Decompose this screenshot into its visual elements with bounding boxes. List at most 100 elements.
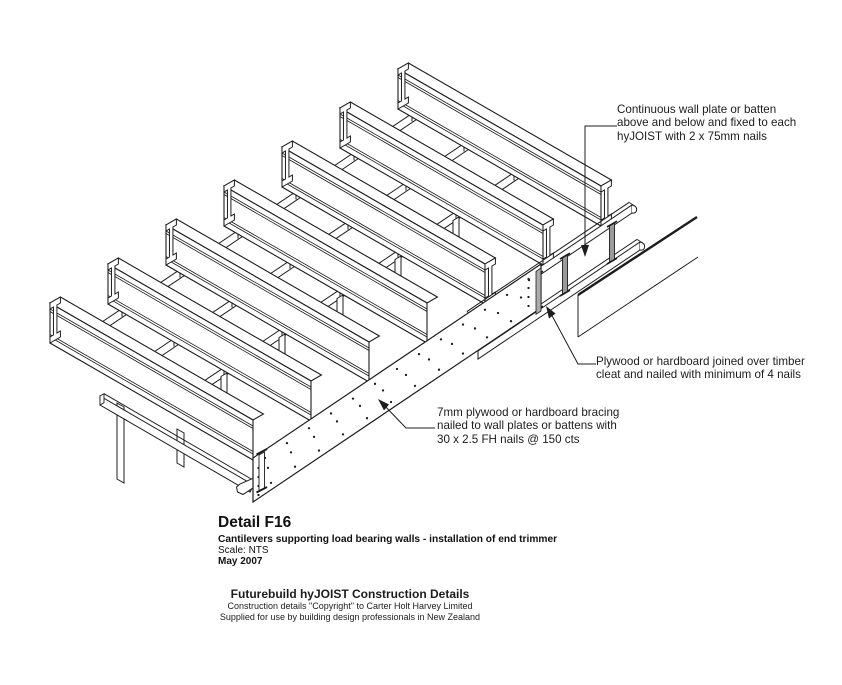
i-joist-profile-line — [281, 178, 486, 296]
end-trimmer-flange — [606, 220, 618, 228]
nail-dot — [329, 412, 333, 415]
i-joist-profile-line — [107, 269, 312, 388]
nail-dot — [450, 342, 454, 346]
nail-dot — [461, 352, 465, 355]
i-joist-profile-line — [223, 191, 428, 310]
nail-dot — [496, 311, 500, 315]
left-batten-edge — [103, 393, 254, 481]
end-trimmer-flange — [559, 289, 571, 297]
i-joist-tip-cap — [542, 218, 554, 266]
plywood-panel-top — [577, 215, 698, 297]
i-joist-tip-cap — [600, 179, 612, 227]
nail-dot — [351, 397, 355, 400]
i-joist-profile-line — [49, 311, 254, 429]
nail-dot — [358, 404, 362, 408]
nail-dot — [509, 320, 513, 323]
leader-arrowhead — [581, 245, 589, 257]
nail-dot — [312, 435, 316, 439]
footer-block: Futurebuild hyJOIST Construction Details… — [204, 588, 496, 622]
i-joist-profile-line — [339, 139, 544, 257]
nail-dot — [527, 277, 530, 281]
end-trimmer-flange — [606, 257, 618, 265]
i-joist-profile-line — [49, 336, 254, 455]
nail-dot — [413, 384, 417, 388]
detail-date: May 2007 — [218, 556, 263, 567]
annotation-wall-plate: Continuous wall plate or batten above an… — [617, 103, 797, 143]
nail-dot — [439, 338, 443, 341]
wall-batten-round-end — [639, 241, 646, 251]
nail-dot — [519, 296, 523, 299]
nail-dot — [307, 427, 311, 430]
nail-dot — [285, 441, 289, 445]
nail-dot — [437, 368, 441, 371]
i-joist-end-cap — [223, 179, 235, 227]
nail-dot — [461, 323, 465, 326]
plywood-panel-bottom — [577, 256, 699, 338]
i-joist-profile-line — [339, 113, 544, 232]
i-joist-profile-line — [223, 194, 428, 312]
i-joist-profile-line — [223, 219, 428, 338]
detail-scale: Scale: NTS — [218, 545, 269, 556]
end-post — [258, 451, 265, 492]
i-joist-end-cap — [281, 140, 293, 188]
end-trimmer — [562, 253, 568, 296]
nail-dot — [293, 465, 297, 468]
i-joist-profile-line — [397, 77, 602, 195]
end-post-flange — [256, 448, 268, 456]
leader-line — [548, 309, 596, 365]
wall-batten-end — [636, 239, 643, 244]
i-joist-profile-line — [339, 141, 544, 260]
nail-dot — [427, 358, 431, 361]
i-joist-profile-line — [281, 152, 486, 271]
i-joist-profile-line — [223, 217, 428, 335]
i-joist-profile-line — [107, 295, 312, 413]
panel-joint-cleat — [535, 267, 542, 316]
i-joist-end-cap — [339, 101, 351, 149]
nail-dot — [257, 493, 260, 497]
nail-dot — [381, 389, 385, 392]
nail-dot — [335, 420, 339, 423]
left-batten-end — [99, 392, 105, 406]
end-trimmer-flange — [559, 252, 571, 260]
nail-dot — [527, 286, 530, 290]
wall-batten-end — [628, 202, 635, 207]
i-joist-profile-line — [397, 100, 602, 218]
leader-line — [381, 402, 435, 429]
i-joist-end-cap — [49, 296, 61, 344]
i-joist-profile-line — [339, 116, 544, 234]
nail-dot — [473, 327, 477, 330]
nail-dot — [266, 466, 270, 470]
nail-dot — [527, 295, 530, 299]
nail-dot — [317, 449, 321, 452]
leader-line — [584, 125, 617, 247]
nail-dot — [269, 481, 273, 485]
nail-dot — [417, 353, 421, 356]
i-joist-end-cap — [165, 218, 177, 266]
i-joist-profile-line — [49, 308, 254, 427]
nail-dot — [505, 293, 509, 297]
detail-number: Detail F16 — [218, 514, 292, 531]
footer-copyright: Construction details "Copyright" to Cart… — [227, 601, 473, 611]
i-joist-end-cap — [107, 257, 119, 305]
i-joist-profile-line — [281, 180, 486, 299]
end-trimmer — [609, 221, 615, 264]
end-post-flange — [256, 486, 268, 494]
leader-arrowhead — [546, 306, 556, 319]
footer-series-title: Futurebuild hyJOIST Construction Details — [230, 587, 470, 601]
nail-dot — [395, 367, 399, 371]
wall-batten-top-edge — [466, 201, 630, 312]
i-joist-end-cap — [397, 62, 409, 110]
leader-arrowhead — [378, 399, 389, 411]
i-joist-profile-line — [397, 74, 602, 193]
nail-dot — [373, 382, 377, 385]
i-joist-profile-line — [165, 256, 370, 374]
i-joist-profile-line — [165, 258, 370, 377]
nail-dot — [527, 304, 530, 308]
detail-description: Cantilevers supporting load bearing wall… — [218, 534, 558, 545]
annotation-plywood-joint: Plywood or hardboard joined over timber … — [596, 355, 805, 382]
wall-batten-round-end — [631, 204, 638, 214]
nail-dot — [289, 451, 293, 454]
nail-dot — [483, 308, 487, 311]
